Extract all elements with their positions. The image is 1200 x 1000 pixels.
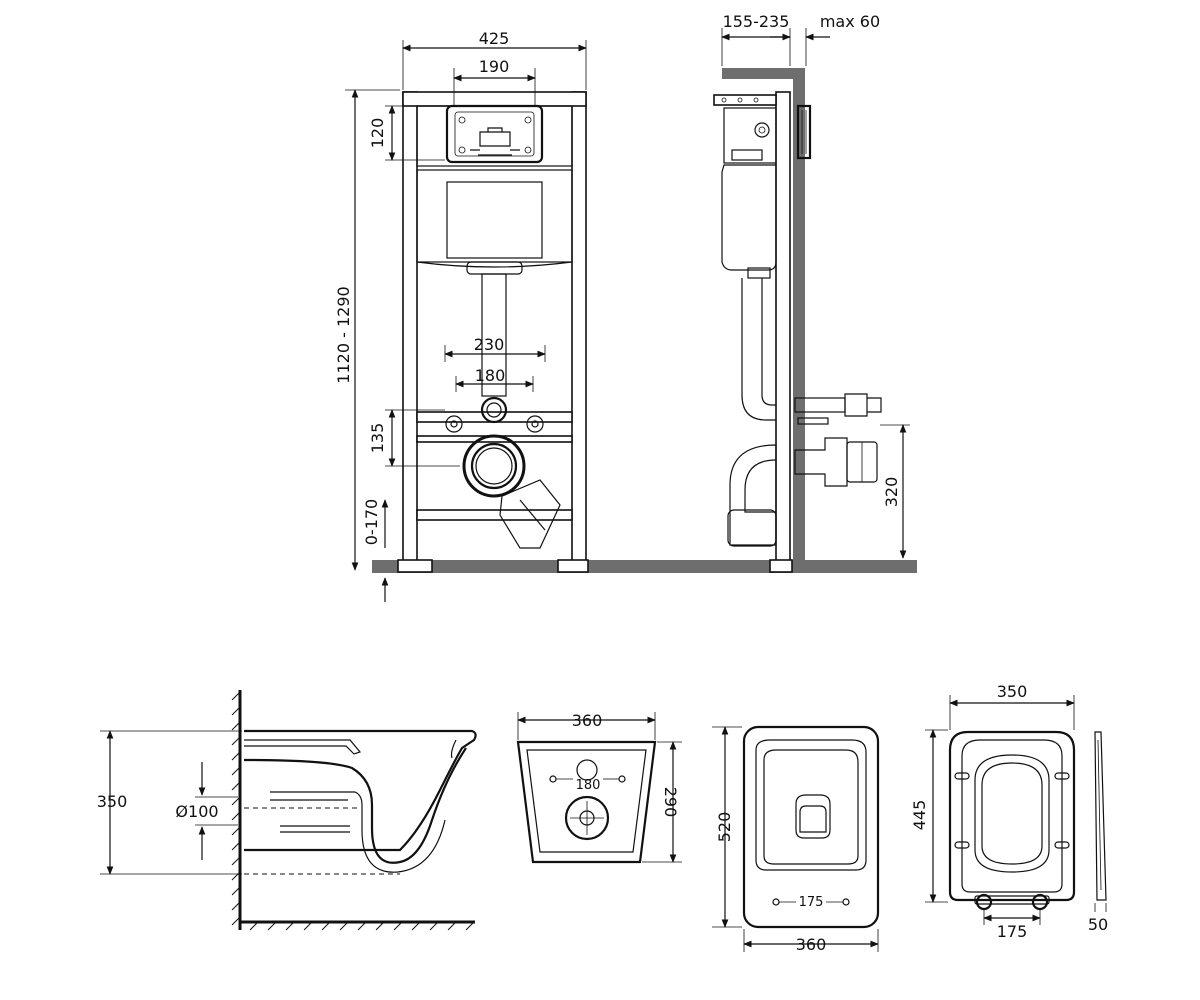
dim-leg-adjust: 0-170 [362, 499, 381, 546]
seat-outline [948, 730, 1076, 902]
dim-back-depth: 290 [661, 787, 680, 818]
back-inlet-hole [576, 759, 598, 781]
dim-seat-length: 445 [910, 800, 929, 831]
flush-plate-mount [416, 105, 573, 167]
dim-frame-depth: 155-235 [723, 12, 790, 31]
cistern-panel [446, 181, 543, 259]
dim-back-width: 360 [572, 711, 603, 730]
bolt-right [526, 415, 544, 433]
bowl-trap [243, 747, 467, 864]
dim-top-length: 520 [715, 812, 734, 843]
side-flush-plate [796, 104, 812, 160]
bowl-back-outline [516, 740, 657, 864]
back-outlet-hole [564, 795, 610, 841]
dim-frame-height: 1120 - 1290 [334, 286, 353, 383]
frame-foot-left [397, 559, 433, 573]
side-drain-elbow [729, 444, 777, 546]
dim-top-hinge-spacing: 175 [799, 895, 824, 910]
seat-side-profile [1094, 731, 1107, 901]
wall-section [793, 78, 805, 568]
bolt-left [445, 415, 463, 433]
seat-hinge-left [975, 893, 993, 911]
side-mechanism [723, 107, 777, 164]
side-drain-connector [794, 437, 848, 487]
side-frame-post [775, 91, 791, 571]
bowl-top-view: 175 520 360 [712, 725, 880, 954]
dim-flush-plate-width: 190 [479, 57, 510, 76]
dim-top-width: 360 [796, 935, 827, 954]
side-cistern [721, 164, 777, 271]
floor-line [372, 560, 917, 573]
bowl-drain [795, 794, 831, 839]
frame-top-bar [402, 91, 587, 107]
seat-side-view: 50 [1088, 731, 1108, 934]
outlet-pipe [462, 434, 526, 498]
bowl-back-view: 180 360 290 [516, 711, 682, 864]
dim-outlet-height: 135 [368, 423, 387, 454]
dim-seat-thickness: 50 [1088, 915, 1108, 934]
side-flush-pipe [741, 278, 776, 421]
outlet-elbow [499, 479, 561, 549]
bowl-top-outline [742, 725, 880, 929]
dim-bowl-height: 350 [97, 792, 128, 811]
frame-left-post [402, 91, 418, 570]
inlet-connection [480, 396, 508, 424]
dim-seat-width: 350 [997, 682, 1028, 701]
dim-seat-hinge-spacing: 175 [997, 922, 1028, 941]
bowl-side-outline [244, 729, 477, 852]
dim-wall-max: max 60 [820, 12, 880, 31]
seat-opening [974, 754, 1050, 873]
frame-foot-right [557, 559, 589, 573]
dim-frame-width: 425 [479, 29, 510, 48]
flush-pipe [481, 273, 507, 397]
frame-side-view: 155-235 max 60 320 [713, 12, 910, 573]
cistern-body [416, 169, 573, 263]
frame-front-view: 425 190 120 1120 - 1290 230 180 135 0-17… [334, 29, 917, 602]
dim-pipe-diameter: Ø100 [175, 802, 218, 821]
dim-bolt-outer: 230 [474, 335, 505, 354]
dim-drain-height: 320 [882, 477, 901, 508]
frame-right-post [571, 91, 587, 570]
dim-flush-plate-height: 120 [368, 118, 387, 149]
dim-back-bolt-spacing: 180 [576, 778, 601, 793]
seat-top-view: 350 445 175 [910, 682, 1076, 941]
bowl-side-view: 350 Ø100 [97, 690, 477, 931]
flush-mechanism [445, 104, 544, 164]
seat-hinge-right [1031, 893, 1049, 911]
dim-bolt-inner: 180 [475, 366, 506, 385]
wall-hatching [231, 691, 241, 926]
